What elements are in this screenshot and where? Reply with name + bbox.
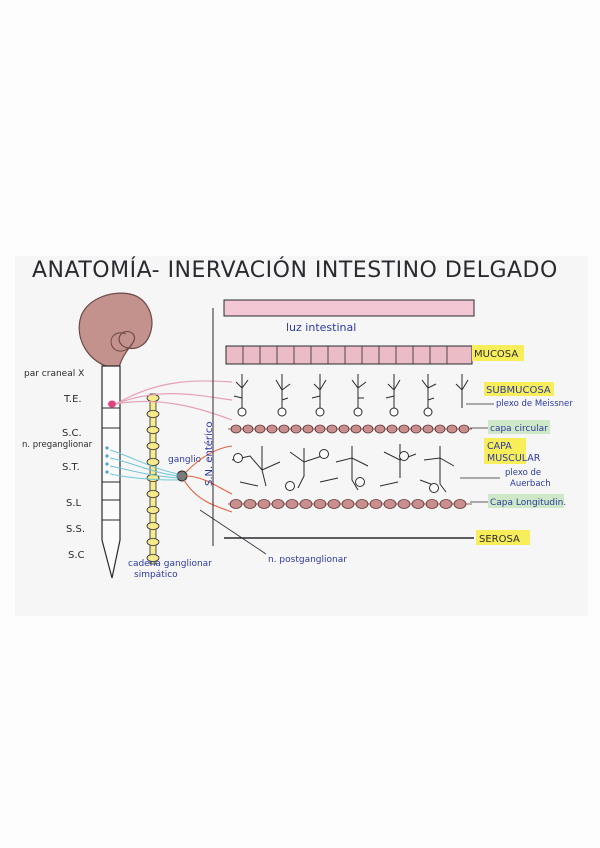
muscular-label-line1: CAPA	[487, 441, 512, 452]
lumen-label: luz intestinal	[286, 321, 356, 334]
auerbach-plexus	[231, 444, 455, 493]
longitudinal-layer	[228, 499, 472, 509]
vagus-nucleus	[108, 400, 116, 408]
page-title: ANATOMÍA- INERVACIÓN INTESTINO DELGADO	[32, 258, 558, 283]
ganglion-node	[176, 470, 188, 482]
longitudinal-label: Capa Longitudin.	[490, 498, 566, 508]
cord-segment-lines	[102, 407, 120, 521]
brain-fold	[110, 332, 133, 352]
auerbach-neurons	[233, 449, 439, 493]
submucosa-label: SUBMUCOSA	[486, 385, 551, 396]
postganglionic-pointer	[199, 509, 267, 555]
vagus-fibers	[115, 380, 233, 421]
level-sc2: S.C	[68, 550, 85, 561]
auerbach-label-line2: Auerbach	[510, 479, 551, 489]
brain-shape	[78, 292, 153, 374]
submucosa-highlight	[484, 382, 554, 396]
serosa-label: SEROSA	[479, 534, 520, 545]
spinal-cord	[101, 365, 121, 579]
muscular-highlight	[484, 438, 526, 464]
meissner-neurons	[237, 407, 433, 417]
ganglion-label: ganglio	[168, 455, 202, 465]
brain-and-spinal-cord	[78, 292, 153, 579]
chain-label-line1: cadena ganglionar	[128, 559, 212, 569]
preganglionic-dots	[105, 446, 109, 474]
level-sl: S.L	[66, 498, 82, 509]
enteric-axis-label: S.N. entérico	[203, 422, 215, 486]
muscular-label-line2: MUSCULAR	[487, 453, 541, 464]
chain-label-line2: simpático	[134, 570, 178, 580]
cranial-nerve-label: par craneal X	[24, 369, 84, 379]
cord-level-labels: T.E. S.C. S.T. S.L S.S. S.C	[62, 394, 85, 561]
mucosa-highlight	[472, 345, 524, 361]
circular-layer	[228, 424, 472, 434]
level-st: S.T.	[62, 462, 80, 473]
circular-highlight	[488, 420, 550, 434]
level-te: T.E.	[63, 394, 82, 405]
serosa-highlight	[476, 530, 530, 545]
mucosa-label: MUCOSA	[474, 349, 518, 360]
auerbach-label-line1: plexo de	[505, 468, 541, 478]
postganglionic-fibers	[183, 445, 233, 513]
longitudinal-highlight	[488, 494, 564, 508]
mucosa-layer	[225, 345, 473, 365]
level-sc1: S.C.	[62, 428, 82, 439]
meissner-plexus	[233, 374, 469, 408]
meissner-label: plexo de Meissner	[496, 399, 573, 409]
circular-label: capa circular	[490, 424, 548, 434]
preganglionic-fibers	[109, 449, 179, 481]
lumen-bar	[223, 299, 475, 317]
preganglionic-label: n. preganglionar	[22, 440, 93, 450]
postganglionic-label: n. postganglionar	[268, 555, 347, 565]
level-ss: S.S.	[66, 524, 85, 535]
